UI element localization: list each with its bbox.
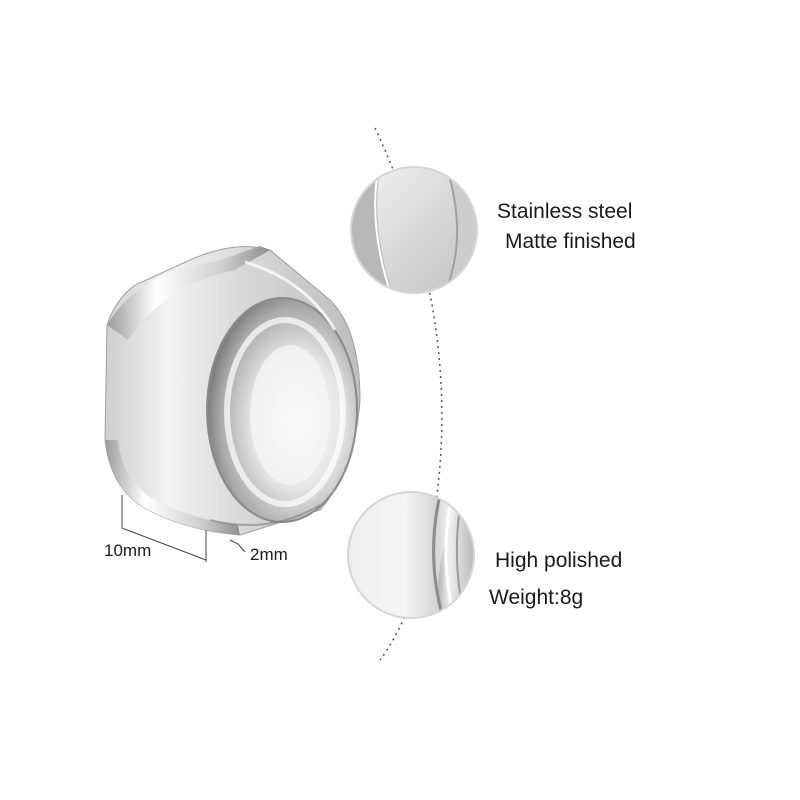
matte-finish-detail — [350, 166, 478, 294]
ring-image — [104, 246, 361, 536]
material-label: Stainless steel — [497, 200, 633, 223]
polished-finish-label: High polished — [495, 549, 623, 572]
width-dimension-label: 10mm — [104, 541, 152, 560]
thickness-dimension-label: 2mm — [250, 545, 288, 564]
polished-finish-detail — [347, 491, 475, 619]
weight-label: Weight:8g — [489, 586, 584, 609]
thickness-dimension-marker — [229, 539, 246, 553]
width-dimension-marker — [121, 495, 207, 562]
matte-finish-label: Matte finished — [505, 230, 636, 253]
